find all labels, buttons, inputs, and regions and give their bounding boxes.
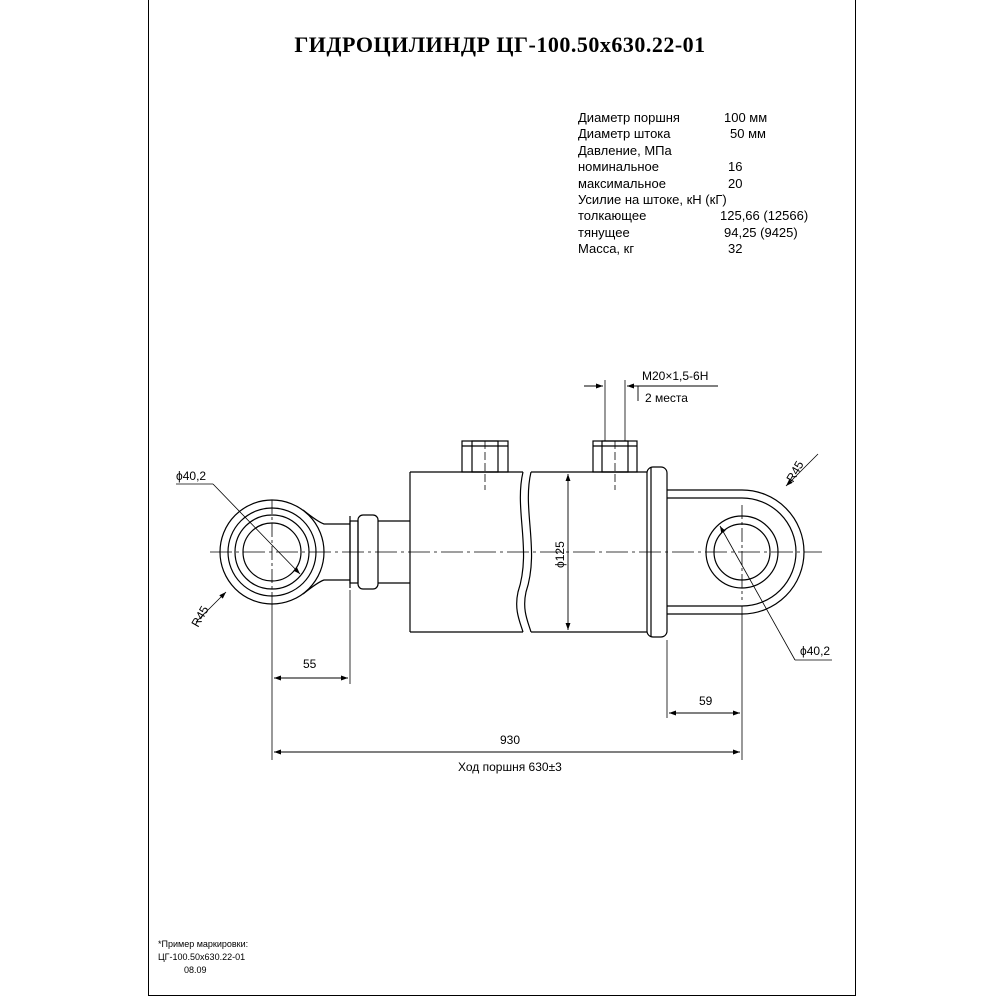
left-rod-eye (219, 499, 410, 605)
spec-label: Масса, кг (578, 241, 635, 257)
spec-value: 94,25 (9425) (724, 224, 798, 240)
note-line: *Пример маркировки: (158, 939, 249, 949)
spec-label: Диаметр поршня (578, 110, 680, 125)
spec-label: толкающее (578, 208, 647, 224)
left-eye-radius-label: R45 (188, 603, 211, 629)
dimension-lines (274, 383, 740, 755)
piston-stroke-label: Ход поршня 630±3 (458, 760, 562, 774)
spec-label: тянущее (578, 224, 630, 240)
body-diameter-label: ϕ125 (553, 541, 567, 568)
spec-value: 125,66 (12566) (720, 208, 809, 224)
thread-size-label: M20×1,5-6H (642, 369, 708, 383)
left-eye-diameter-label: ϕ40,2 (176, 469, 206, 483)
spec-value: 16 (728, 159, 743, 175)
right-eye-radius-label: R45 (783, 458, 806, 484)
marking-example-note: *Пример маркировки: ЦГ-100.50х630.22-01 … (158, 938, 248, 977)
spec-label: Усилие на штоке, кН (кГ) (578, 191, 727, 207)
right-eye-diameter-label: ϕ40,2 (800, 644, 830, 658)
note-date: 08.09 (184, 965, 207, 975)
port-fitting-right (592, 440, 638, 490)
right-offset-label: 59 (699, 694, 713, 708)
spec-value: 50 мм (730, 126, 766, 142)
spec-value: 32 (728, 241, 743, 257)
spec-label: номинальное (578, 159, 660, 175)
spec-value: 100 мм (724, 110, 768, 125)
right-rod-eye (667, 489, 805, 615)
drawing-title: ГИДРОЦИЛИНДР ЦГ-100.50х630.22-01 (294, 32, 706, 57)
leader-lines (176, 453, 832, 661)
overall-length-label: 930 (500, 733, 520, 747)
thread-count-label: 2 места (645, 391, 688, 405)
port-fitting-left (461, 440, 509, 490)
extension-lines (271, 380, 743, 760)
note-line: ЦГ-100.50х630.22-01 (158, 952, 246, 962)
spec-label: Давление, МПа (578, 142, 672, 158)
spec-value: 20 (728, 175, 743, 191)
left-offset-label: 55 (303, 657, 317, 671)
drawing-sheet-frame (148, 0, 856, 996)
spec-label: максимальное (578, 175, 666, 191)
spec-label: Диаметр штока (578, 126, 671, 142)
